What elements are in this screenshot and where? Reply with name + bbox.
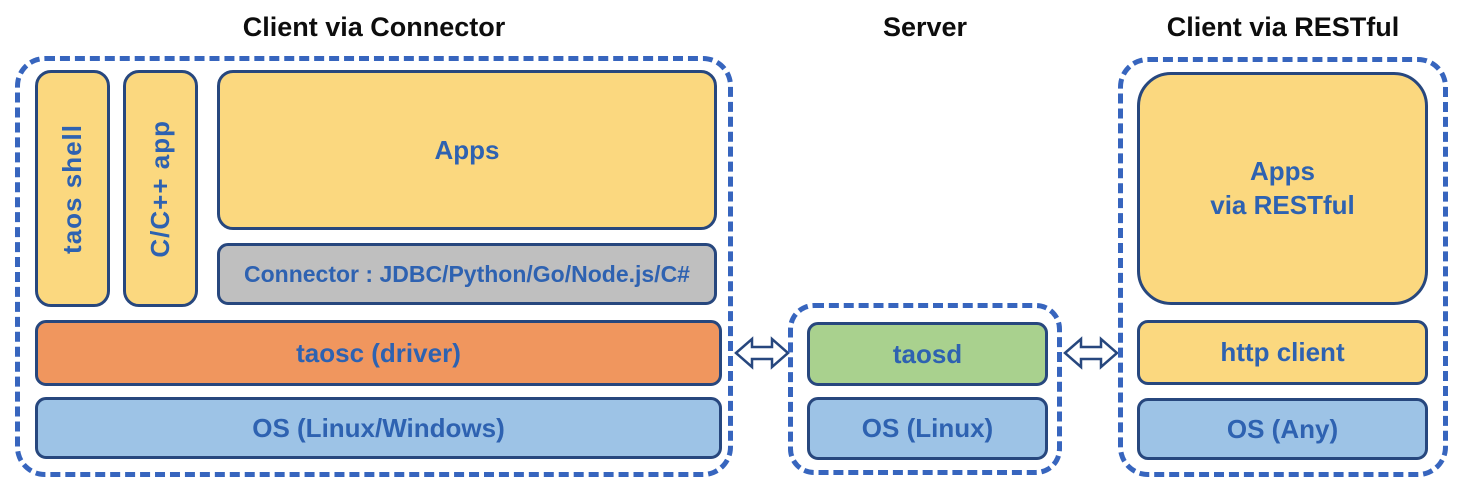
os-linux-windows-label: OS (Linux/Windows): [252, 412, 505, 443]
taos-shell-label: taos shell: [57, 123, 87, 254]
os-any-label: OS (Any): [1226, 413, 1339, 444]
title-client-via-restful: Client via RESTful: [1166, 12, 1400, 42]
apps-box: Apps: [217, 70, 717, 230]
apps-label: Apps: [434, 134, 500, 165]
cpp-app-label: C/C++ app: [145, 119, 175, 258]
title-client-via-connector: Client via Connector: [242, 12, 506, 42]
apps-via-restful-line2: via RESTful: [1210, 189, 1355, 220]
double-arrow-icon: [1063, 336, 1119, 370]
apps-via-restful-box: Apps via RESTful: [1137, 72, 1428, 305]
taosd-label: taosd: [892, 338, 963, 369]
apps-via-restful-line1: Apps: [1249, 155, 1315, 186]
connector-label: Connector : JDBC/Python/Go/Node.js/C#: [244, 260, 690, 287]
os-linux-box: OS (Linux): [807, 397, 1048, 460]
os-any-box: OS (Any): [1137, 398, 1428, 460]
server-container: [788, 303, 1062, 475]
client-connector-container: [15, 56, 733, 477]
title-server: Server: [882, 12, 968, 42]
taosc-driver-label: taosc (driver): [296, 337, 461, 368]
double-arrow-icon: [734, 336, 790, 370]
http-client-label: http client: [1220, 337, 1345, 367]
connector-box: Connector : JDBC/Python/Go/Node.js/C#: [217, 243, 717, 305]
taosd-box: taosd: [807, 322, 1048, 386]
taos-shell-box: taos shell: [35, 70, 110, 307]
taosc-driver-box: taosc (driver): [35, 320, 722, 386]
cpp-app-box: C/C++ app: [123, 70, 198, 307]
client-restful-container: [1118, 57, 1448, 477]
os-linux-label: OS (Linux): [861, 413, 994, 443]
os-linux-windows-box: OS (Linux/Windows): [35, 397, 722, 459]
apps-via-restful-label: Apps via RESTful: [1210, 155, 1354, 223]
http-client-box: http client: [1137, 320, 1428, 385]
